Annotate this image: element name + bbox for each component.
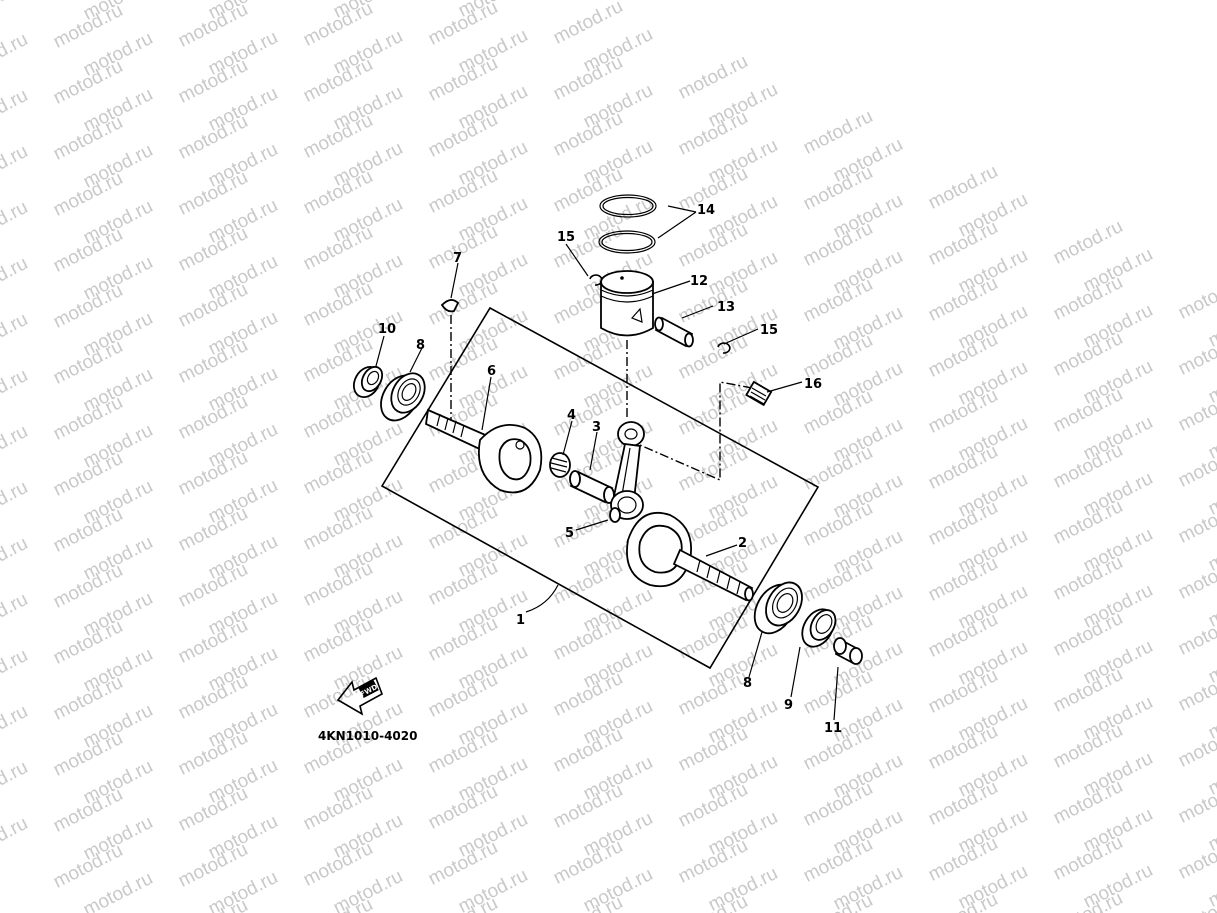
piston-pin	[654, 316, 694, 348]
fwd-arrow-icon: FWD	[336, 676, 383, 716]
callout-3: 3	[592, 420, 601, 435]
piston-pin-clip-upper	[589, 274, 603, 286]
thrust-washer	[609, 507, 621, 523]
crank-left	[425, 408, 543, 494]
oil-seal-right	[801, 608, 837, 648]
woodruff-key	[440, 299, 460, 313]
callout-4: 4	[567, 408, 576, 423]
callout-10: 10	[378, 322, 396, 337]
callout-11: 11	[824, 721, 842, 736]
callout-14: 14	[697, 203, 715, 218]
collar	[833, 637, 863, 665]
crank-pin	[569, 470, 615, 504]
callout-7: 7	[453, 251, 462, 266]
callout-8-left: 8	[416, 338, 425, 353]
callout-1: 1	[516, 613, 525, 628]
piston-pin-clip-lower	[717, 342, 731, 354]
piston	[600, 270, 654, 337]
piston-rings	[598, 194, 657, 254]
callout-9: 9	[784, 698, 793, 713]
bearing-right	[753, 581, 803, 635]
centerline-bearing-16	[639, 381, 753, 482]
callout-16: 16	[804, 377, 822, 392]
callout-15-upper: 15	[557, 230, 575, 245]
connecting-rod	[610, 421, 645, 520]
crank-right	[626, 511, 754, 602]
small-end-bearing	[745, 380, 773, 407]
diagram-code: 4KN1010-4020	[318, 729, 417, 743]
oil-seal-left	[352, 365, 384, 398]
bearing-left	[380, 372, 426, 422]
callout-6: 6	[487, 364, 496, 379]
callout-2: 2	[738, 536, 747, 551]
callout-13: 13	[717, 300, 735, 315]
callout-15-lower: 15	[760, 323, 778, 338]
leader-lines	[375, 205, 839, 721]
crankshaft-assembly-outline	[380, 306, 820, 670]
callout-8-right: 8	[743, 676, 752, 691]
callout-5: 5	[565, 526, 574, 541]
big-end-bearing	[549, 452, 571, 478]
callout-12: 12	[690, 274, 708, 289]
